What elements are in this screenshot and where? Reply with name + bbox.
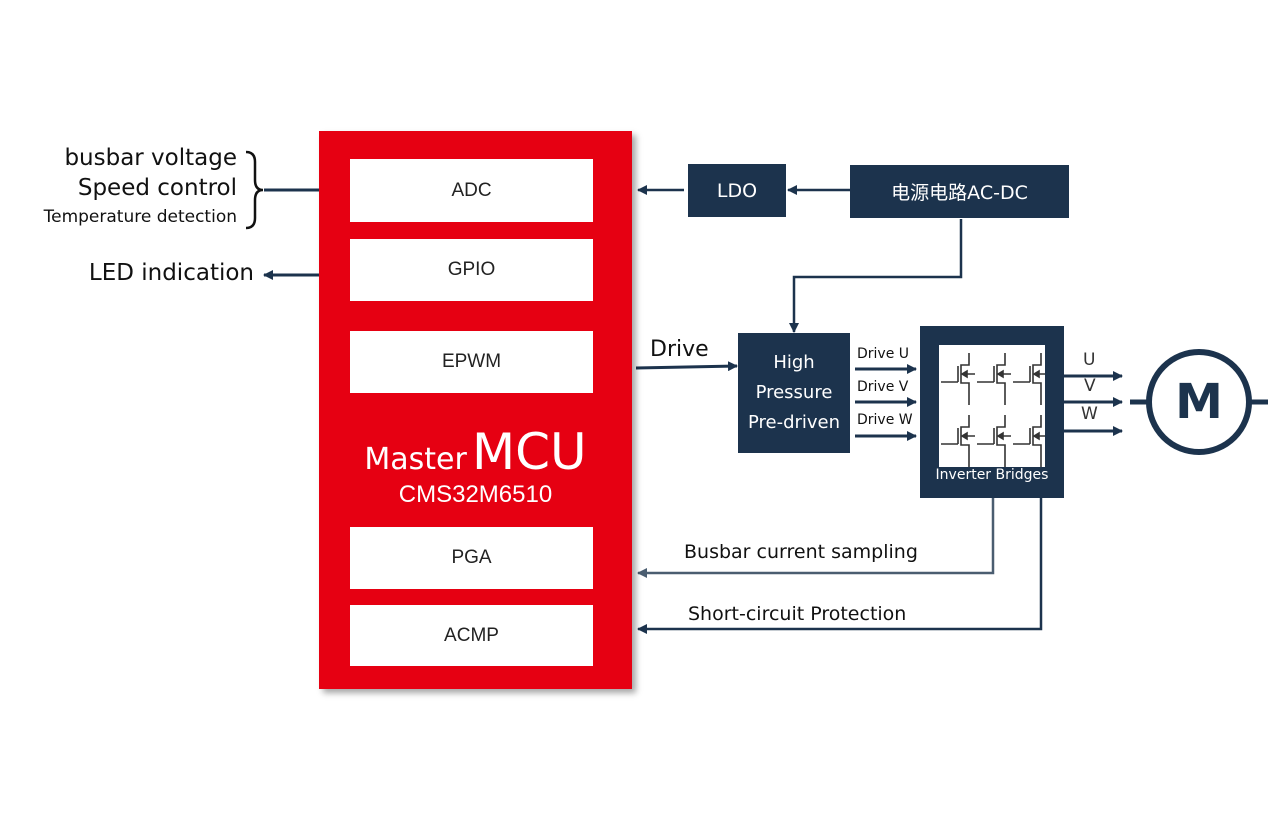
mcu-title-prefix: Master bbox=[364, 442, 467, 477]
predriver-line-2: Pressure bbox=[755, 382, 833, 403]
drive-arrow bbox=[635, 361, 738, 372]
busbar-current-label: Busbar current sampling bbox=[684, 541, 918, 563]
motor-icon bbox=[1146, 349, 1252, 455]
inverter-label: Inverter Bridges bbox=[935, 467, 1049, 483]
predriver-block: High Pressure Pre-driven bbox=[738, 333, 850, 453]
drive-w-label: Drive W bbox=[857, 412, 913, 428]
mosfet-arrow-icon bbox=[1032, 431, 1040, 441]
motor-symbol: M bbox=[1175, 374, 1223, 430]
mcu-part-number: CMS32M6510 bbox=[398, 481, 553, 508]
input-speed-control: Speed control bbox=[77, 175, 237, 201]
input-temperature-detection: Temperature detection bbox=[43, 207, 237, 227]
phase-w-label: W bbox=[1081, 404, 1098, 424]
drive-v-label: Drive V bbox=[857, 379, 909, 395]
mcu-title: Master MCU bbox=[319, 423, 632, 481]
module-adc: ADC bbox=[350, 159, 593, 222]
master-mcu-block: ADC GPIO EPWM Master MCU CMS32M6510 PGA … bbox=[319, 131, 632, 689]
mosfet-arrow-icon bbox=[960, 431, 968, 441]
current-sampling-arrow bbox=[637, 498, 995, 578]
mosfet-icon bbox=[1013, 415, 1045, 467]
module-pga: PGA bbox=[350, 527, 593, 589]
ldo-block: LDO bbox=[688, 164, 786, 217]
phase-v-label: V bbox=[1084, 376, 1096, 396]
mosfet-arrow-icon bbox=[996, 369, 1004, 379]
mosfet-bridge-icon bbox=[939, 345, 1045, 467]
acdc-power-block: 电源电路AC-DC bbox=[850, 165, 1069, 218]
mosfet-arrow-icon bbox=[960, 369, 968, 379]
mosfet-icon bbox=[941, 415, 975, 467]
brace bbox=[245, 150, 264, 230]
module-acmp: ACMP bbox=[350, 605, 593, 666]
acdc-to-predriver-arrow bbox=[789, 219, 963, 333]
short-circuit-label: Short-circuit Protection bbox=[688, 603, 907, 625]
output-led-indication: LED indication bbox=[88, 260, 254, 286]
predriver-line-1: High bbox=[773, 352, 815, 373]
drive-label: Drive bbox=[650, 337, 709, 362]
predriver-line-3: Pre-driven bbox=[747, 412, 841, 433]
mosfet-icon bbox=[1013, 353, 1045, 405]
mcu-title-main: MCU bbox=[471, 423, 587, 481]
protection-arrow bbox=[637, 498, 1043, 634]
input-busbar-voltage: busbar voltage bbox=[64, 145, 237, 171]
mosfet-icon bbox=[941, 353, 975, 405]
mosfet-icon bbox=[977, 353, 1011, 405]
drive-u-label: Drive U bbox=[857, 346, 910, 362]
phase-u-label: U bbox=[1083, 350, 1096, 370]
module-epwm: EPWM bbox=[350, 331, 593, 393]
inverter-bridges-block: Inverter Bridges bbox=[920, 326, 1064, 498]
module-gpio: GPIO bbox=[350, 239, 593, 301]
mosfet-arrow-icon bbox=[1032, 369, 1040, 379]
mosfet-arrow-icon bbox=[996, 431, 1004, 441]
mosfet-icon bbox=[977, 415, 1011, 467]
